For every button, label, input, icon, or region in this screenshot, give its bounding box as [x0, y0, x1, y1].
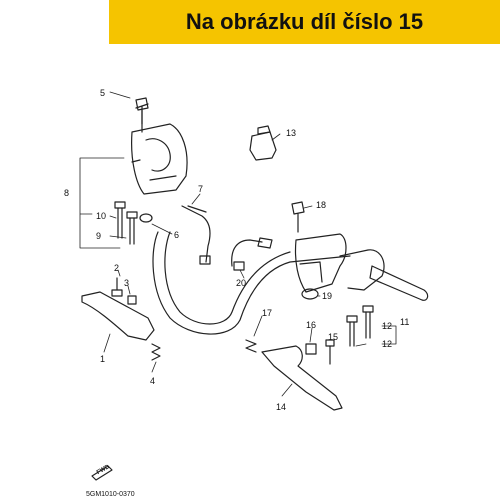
callout-20: 20 [236, 278, 246, 288]
callout-18: 18 [316, 200, 326, 210]
bolt-11-upper [362, 305, 374, 339]
handlebar [152, 231, 351, 335]
callout-7: 7 [198, 184, 203, 194]
callout-17: 17 [262, 308, 272, 318]
callout-10: 10 [96, 211, 106, 221]
bolt-9 [126, 211, 138, 245]
bolt-10 [114, 201, 126, 239]
callout-9: 9 [96, 231, 101, 241]
callout-12-lower: 12 [382, 339, 392, 349]
callout-14: 14 [276, 402, 286, 412]
callout-6: 6 [174, 230, 179, 240]
diagram-code: 5GM1010-0370 [86, 491, 135, 498]
bolt-2 [111, 277, 123, 297]
brake-lever-14 [261, 345, 343, 411]
callout-5: 5 [100, 88, 105, 98]
master-cylinder [294, 233, 385, 293]
callout-8: 8 [64, 188, 69, 198]
spring-4 [151, 343, 161, 361]
left-switch-assembly [131, 103, 188, 195]
handlebar-grip [369, 265, 429, 301]
nut-16 [305, 343, 317, 355]
clutch-lever-1 [81, 291, 155, 341]
callout-19: 19 [322, 291, 332, 301]
spring-17 [245, 339, 257, 353]
bolt-18 [291, 201, 305, 233]
callout-4: 4 [150, 376, 155, 386]
fwd-label: FWD [96, 464, 111, 476]
fwd-arrow [91, 465, 113, 481]
callout-2: 2 [114, 263, 119, 273]
cable-7 [181, 205, 211, 265]
callout-11: 11 [400, 317, 409, 327]
banner-title: Na obrázku díl číslo 15 [185, 9, 424, 34]
bolt-11-lower [346, 315, 358, 347]
callout-1: 1 [100, 354, 105, 364]
washer-6 [139, 213, 153, 223]
nut-19 [301, 288, 319, 300]
cable-20 [231, 237, 273, 271]
switch-13 [249, 125, 277, 161]
callout-13: 13 [286, 128, 296, 138]
callout-labels: 5 13 8 7 18 10 9 6 20 19 11 2 3 17 16 12… [64, 88, 409, 412]
nut-3 [127, 295, 137, 305]
callout-3: 3 [124, 278, 129, 288]
callout-16: 16 [306, 320, 316, 330]
screw-5 [135, 97, 149, 125]
callout-12-upper: 12 [382, 321, 392, 331]
part-number-banner: Na obrázku díl číslo 15 [109, 0, 500, 44]
callout-15: 15 [328, 332, 338, 342]
